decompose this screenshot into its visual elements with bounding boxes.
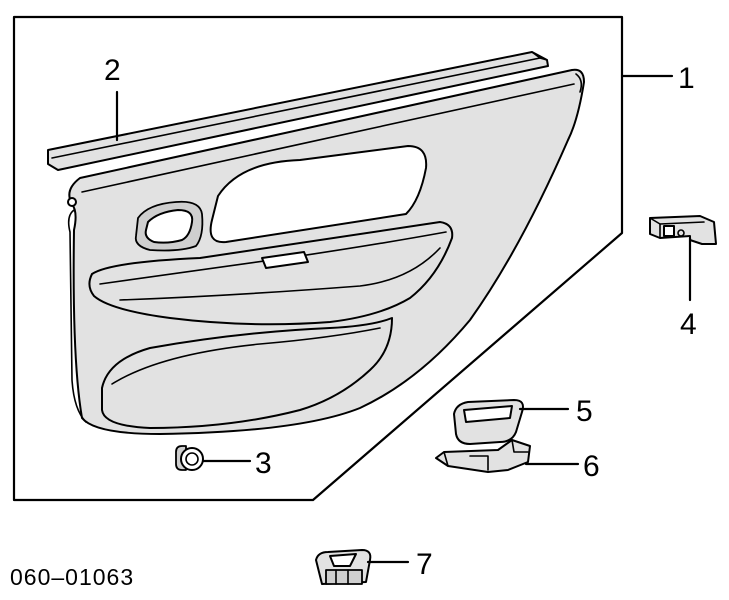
leader-lines [115, 74, 692, 564]
callout-2: 2 [104, 54, 121, 87]
switch-base-part[interactable] [435, 439, 531, 473]
callout-7: 7 [416, 548, 433, 581]
bracket-part[interactable] [649, 215, 717, 245]
switch-bezel-part[interactable] [453, 399, 524, 445]
door-trim-panel[interactable] [67, 68, 585, 435]
part-code-label: 060–01063 [10, 564, 134, 590]
assembly-boundary [12, 15, 624, 502]
cover-part[interactable] [315, 549, 372, 585]
callout-6: 6 [583, 450, 600, 483]
callout-1: 1 [678, 62, 695, 95]
callout-5: 5 [576, 395, 593, 428]
clip-part[interactable] [175, 445, 204, 471]
weatherstrip-part[interactable] [47, 51, 549, 171]
callout-4: 4 [680, 308, 697, 341]
callout-3: 3 [255, 447, 272, 480]
